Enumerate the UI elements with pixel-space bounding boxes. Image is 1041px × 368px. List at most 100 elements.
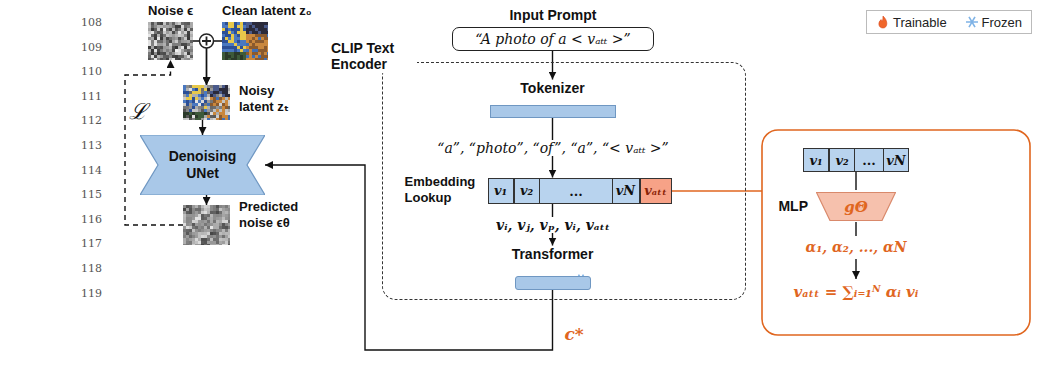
image-pixel (207, 106, 210, 109)
image-pixel (189, 103, 192, 106)
legend-text: Frozen (982, 15, 1022, 30)
image-pixel (267, 34, 268, 37)
image-pixel (198, 244, 201, 245)
image-pixel (183, 223, 186, 226)
image-pixel (219, 217, 222, 220)
image-pixel (228, 28, 231, 31)
image-pixel (163, 58, 166, 60)
image-pixel (252, 22, 255, 25)
image-pixel (231, 46, 234, 49)
image-pixel (186, 232, 189, 235)
image-pixel (219, 103, 222, 106)
image-pixel (255, 43, 258, 46)
image-pixel (255, 58, 258, 60)
image-pixel (228, 103, 230, 106)
node-label: Tokenizer (490, 80, 616, 96)
image-pixel (264, 43, 267, 46)
image-pixel (255, 52, 258, 55)
image-pixel (228, 88, 230, 91)
image-pixel (207, 235, 210, 238)
image-pixel (195, 85, 198, 88)
image-pixel (169, 31, 172, 34)
image-pixel (154, 52, 157, 55)
image-pixel (213, 88, 216, 91)
image-pixel (258, 46, 261, 49)
image-pixel (267, 58, 268, 60)
image-pixel (204, 208, 207, 211)
image-pixel (172, 22, 175, 25)
image-pixel (184, 25, 187, 28)
image-pixel (249, 52, 252, 55)
image-pixel (207, 118, 210, 120)
image-pixel (183, 217, 186, 220)
image-pixel (181, 52, 184, 55)
image-pixel (207, 226, 210, 229)
image-pixel (172, 49, 175, 52)
image-pixel (228, 232, 230, 235)
image-pixel (151, 46, 154, 49)
image-pixel (172, 31, 175, 34)
node-text: “A photo of a < vₐₜₜ >” (475, 31, 630, 47)
image-pixel (198, 118, 201, 120)
image-pixel (252, 52, 255, 55)
image-pixel (192, 100, 195, 103)
image-pixel (163, 43, 166, 46)
image-pixel (186, 106, 189, 109)
image-pixel (249, 55, 252, 58)
image-pixel (231, 22, 234, 25)
mlp-shape (817, 193, 896, 221)
image-pixel (216, 106, 219, 109)
node-label: vN (616, 183, 635, 198)
image-pixel (184, 49, 187, 52)
image-pixel (231, 34, 234, 37)
image-pixel (160, 58, 163, 60)
image-pixel (225, 46, 228, 49)
callout-arrow (855, 172, 856, 279)
image-pixel (225, 226, 228, 229)
image-pixel (189, 106, 192, 109)
image-pixel (222, 235, 225, 238)
image-pixel (207, 238, 210, 241)
image-pixel (198, 106, 201, 109)
image-pixel (246, 34, 249, 37)
image-pixel (252, 25, 255, 28)
embedding-table: Embedding Lookupv₁v₂vNvₐₜₜ (405, 178, 672, 204)
image-pixel (204, 232, 207, 235)
image-pixel (261, 22, 264, 25)
image-pixel (219, 229, 222, 232)
image-pixel (192, 103, 195, 106)
image-pixel (195, 97, 198, 100)
image-pixel (201, 211, 204, 214)
legend-icon (876, 14, 890, 30)
image-pixel (178, 34, 181, 37)
image-pixel (231, 52, 234, 55)
image-pixel (184, 28, 187, 31)
image-pixel (261, 37, 264, 40)
image-pixel (195, 205, 198, 208)
image-pixel (184, 58, 187, 60)
image-pixel (207, 100, 210, 103)
image-pixel (160, 37, 163, 40)
plus-sign (202, 37, 211, 46)
image-pixel (195, 115, 198, 118)
image-pixel (228, 100, 230, 103)
image-pixel (222, 205, 225, 208)
image-pixel (198, 208, 201, 211)
image-pixel (261, 25, 264, 28)
image-pixel (246, 43, 249, 46)
image-pixel (216, 217, 219, 220)
image-pixel (210, 103, 213, 106)
image-pixel (210, 208, 213, 211)
node-label: Denoising UNet (161, 148, 245, 182)
image-pixel (225, 232, 228, 235)
image-raster (148, 22, 193, 60)
image-pixel (157, 55, 160, 58)
image-pixel (178, 55, 181, 58)
image-pixel (264, 52, 267, 55)
image-pixel (225, 94, 228, 97)
weighted-sum: vₐₜₜ = ∑ᵢ₌₁ᴺ αᵢ vᵢ (791, 283, 922, 301)
image-pixel (252, 37, 255, 40)
image-pixel (198, 205, 201, 208)
image-pixel (213, 223, 216, 226)
